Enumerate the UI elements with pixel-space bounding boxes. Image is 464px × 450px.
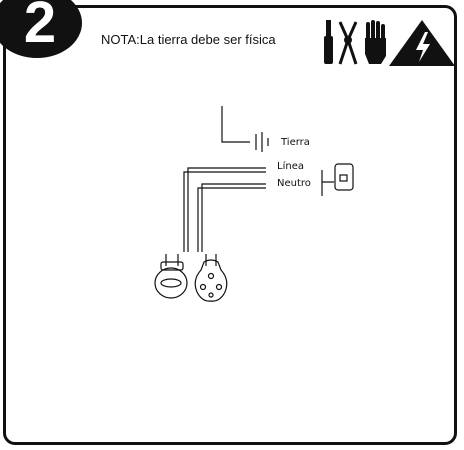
- line-label: Línea: [277, 161, 304, 172]
- plug-three-pin-icon: [194, 254, 228, 302]
- neutral-wire-outer: [201, 183, 266, 252]
- note-text: NOTA:La tierra debe ser física: [101, 32, 276, 47]
- pliers-icon: [338, 21, 358, 65]
- high-voltage-warning-icon: [389, 20, 455, 66]
- ground-symbol: [255, 132, 269, 152]
- switch-box: [334, 163, 354, 191]
- step-number: 2: [23, 0, 57, 55]
- plug-round-icon: [154, 254, 188, 299]
- safety-icons: [324, 20, 455, 66]
- line-wire-outer: [187, 167, 266, 252]
- line-wire-inner: [183, 171, 266, 252]
- neutral-label: Neutro: [277, 178, 311, 189]
- glove-icon: [365, 20, 386, 64]
- instruction-panel: 2: [0, 0, 457, 445]
- neutral-wire-inner: [197, 187, 266, 252]
- ground-wire: [221, 106, 250, 143]
- switch-bracket: [321, 170, 334, 196]
- ground-label: Tierra: [281, 137, 310, 148]
- screwdriver-icon: [324, 20, 333, 64]
- switch-indicator: [339, 174, 348, 182]
